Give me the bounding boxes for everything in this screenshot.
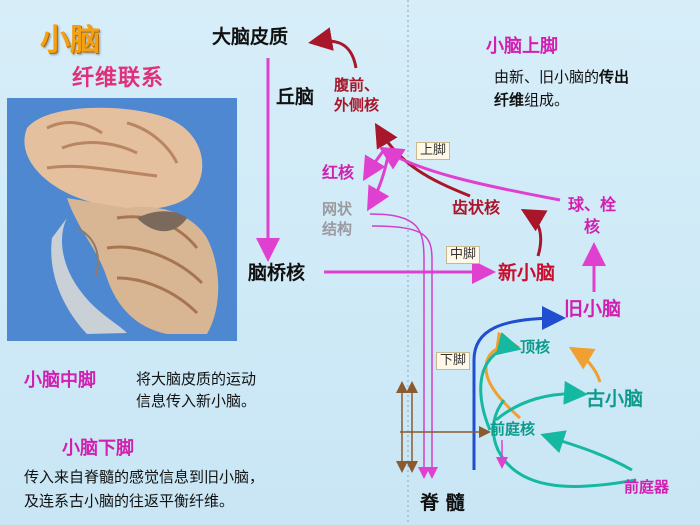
superior-line2-bold: 纤维 [494, 91, 525, 109]
tag-middle-peduncle: 中脚 [446, 246, 481, 265]
reticulospinal-tract [369, 213, 430, 479]
node-pons-nuclei: 脑桥核 [248, 262, 306, 284]
slide-title: 小脑 [40, 23, 100, 58]
olive-superior-arrow [378, 146, 561, 202]
middle-line1: 将大脑皮质的运动 [136, 370, 257, 388]
superior-line2-text: 组成。 [524, 91, 570, 109]
superior-line1-text: 由新、旧小脑的 [494, 68, 600, 86]
node-neocerebellum: 新小脑 [498, 262, 556, 284]
archi-fastigial-arrow [568, 346, 602, 383]
node-thalamus: 丘脑 [276, 86, 315, 108]
node-vestibular-nucleus: 前庭核 [490, 420, 536, 438]
tag-inferior-peduncle: 下脚 [436, 352, 471, 371]
superior-heading: 小脑上脚 [486, 36, 558, 57]
inferior-heading: 小脑下脚 [62, 438, 134, 459]
node-reticular: 网状结构 [322, 200, 353, 238]
tag-superior-peduncle: 上脚 [416, 142, 451, 161]
inferior-line2: 及连系古小脑的往返平衡纤维。 [24, 492, 235, 510]
superior-line2: 纤维组成。 [494, 93, 569, 108]
neo-dentate-arrow [520, 209, 548, 257]
node-red-nucleus: 红核 [322, 163, 355, 182]
node-spinal-cord: 脊 髓 [420, 492, 465, 514]
node-dentate: 齿状核 [452, 198, 501, 217]
node-olive-wedge: 球、栓核 [567, 195, 616, 236]
vestibular-arc-2 [495, 380, 588, 422]
node-paleocerebellum: 旧小脑 [564, 298, 622, 320]
middle-heading: 小脑中脚 [24, 370, 96, 391]
vestibular-arc-1 [479, 332, 522, 431]
to-reticular-arrow [367, 155, 390, 212]
superior-line1: 由新、旧小脑的传出 [494, 70, 629, 85]
middle-line2: 信息传入新小脑。 [136, 392, 257, 410]
node-vl-nucleus: 腹前、外侧核 [334, 76, 380, 114]
node-cortex: 大脑皮质 [212, 26, 289, 48]
rubrospinal-tract [371, 225, 438, 479]
vl-cortex-arrow [308, 27, 358, 69]
cerebellum-photo [7, 98, 237, 341]
node-archicerebellum: 古小脑 [586, 388, 644, 410]
vestibular-organ-arrow [540, 430, 633, 472]
dentate-vl-arrow [374, 122, 471, 198]
to-red-nucleus-arrow [362, 149, 386, 182]
node-fastigial: 顶核 [520, 338, 551, 356]
node-vestibular-organ: 前庭器 [624, 478, 670, 496]
cerebellum-illustration [7, 98, 237, 341]
inferior-line1: 传入来自脊髓的感觉信息到旧小脑， [24, 468, 265, 486]
slide-subtitle: 纤维联系 [72, 66, 165, 91]
superior-line1-bold: 传出 [599, 68, 630, 86]
spinocerebellar-tract [472, 306, 566, 470]
